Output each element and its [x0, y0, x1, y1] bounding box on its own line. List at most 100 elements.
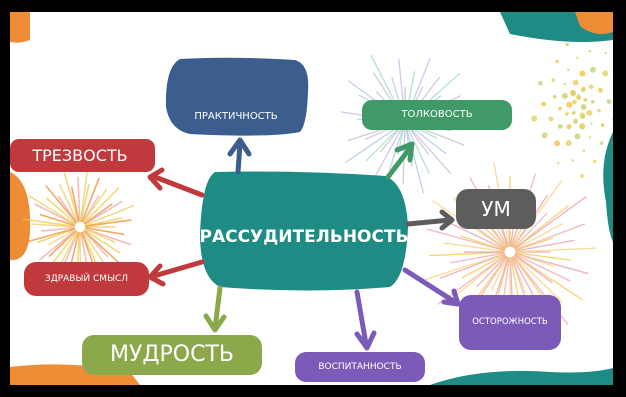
firework-ray [81, 231, 96, 269]
firework-ray [85, 227, 125, 236]
arrow-vospitannost [354, 289, 377, 351]
dot [592, 159, 597, 164]
firework-ray [514, 223, 563, 250]
decoration-layer [10, 12, 613, 385]
node-label-ostorozhnost: ОСТОРОЖНОСТЬ [472, 317, 548, 328]
node-shape-tolkovost [362, 100, 512, 130]
firework-ray [48, 230, 77, 257]
dot [570, 89, 576, 95]
firework-ray [84, 203, 113, 225]
node-label-um: УМ [481, 197, 511, 221]
dot [554, 140, 561, 147]
dot [561, 92, 568, 99]
firework-ray [365, 125, 402, 162]
dot [597, 108, 601, 113]
firework-ray [514, 254, 553, 284]
dot [555, 59, 559, 64]
firework-ray [82, 194, 100, 223]
firework-ray [515, 253, 555, 267]
node-label-mudrost: МУДРОСТЬ [109, 342, 235, 367]
firework-right [419, 162, 597, 343]
firework-ray [408, 125, 451, 174]
firework-ray [36, 228, 76, 244]
dot [579, 70, 586, 77]
dot [584, 97, 588, 101]
side-shape-left [10, 172, 31, 261]
firework-ray [22, 218, 75, 227]
arrows [147, 137, 461, 351]
node-shape-trezvost [10, 139, 155, 172]
dot [612, 140, 613, 144]
arrow-um [405, 209, 455, 231]
firework-ray [63, 172, 80, 223]
dot [565, 42, 569, 47]
firework-ray [83, 230, 123, 266]
arrow-zdravyi-smysl [147, 259, 205, 287]
firework-ray [79, 167, 89, 222]
firework-ray [426, 228, 505, 252]
firework-ray [39, 213, 76, 227]
dot [573, 120, 578, 124]
firework-ray [512, 256, 545, 300]
firework-ray [380, 125, 402, 153]
center-node-shape [200, 171, 408, 291]
firework-ray [63, 231, 79, 265]
firework-ray [26, 227, 76, 243]
dot [531, 115, 538, 122]
dot [586, 109, 593, 116]
node-label-praktichnost: ПРАКТИЧНОСТЬ [194, 111, 278, 122]
firework-ray [71, 186, 80, 222]
node-shape-zdravyi-smysl [24, 262, 149, 296]
firework-ray [514, 196, 587, 250]
firework-ray [84, 204, 135, 226]
firework-ray [40, 226, 75, 232]
firework-ray [461, 254, 506, 279]
node-shape-ostorozhnost [459, 295, 561, 350]
firework-ray [439, 253, 506, 279]
dot [588, 84, 594, 90]
dot [580, 124, 585, 130]
firework-ray [409, 125, 447, 155]
arrow-tolkovost [385, 141, 415, 180]
slide-canvas: ПРАКТИЧНОСТЬ ТОЛКОВОСТЬ ТРЕЗВОСТЬ УМ ЗДР… [10, 12, 613, 385]
corner-shape-bottom-right [430, 368, 613, 385]
firework-ray [48, 229, 76, 246]
firework-ray [84, 228, 116, 243]
node-shape-vospitannost [295, 352, 425, 382]
dot [581, 86, 586, 91]
dot [541, 101, 547, 107]
dot [580, 103, 587, 110]
firework-ray [515, 239, 575, 252]
dot [571, 159, 575, 162]
dot [566, 101, 573, 108]
dot [580, 174, 584, 178]
dot [551, 78, 556, 82]
firework-ray [84, 201, 123, 225]
firework-ray [407, 126, 430, 155]
arrow-praktichnost [227, 137, 252, 175]
firework-ray [81, 177, 100, 223]
firework-ray [45, 185, 77, 224]
node-shape-mudrost [82, 335, 262, 375]
firework-ray [39, 229, 77, 261]
firework-ray [491, 256, 509, 291]
firework-ray [405, 127, 425, 194]
firework-ray [82, 188, 108, 223]
node-label-zdravyi-smysl: ЗДРАВЫЙ СМЫСЛ [44, 273, 129, 284]
firework-ray [515, 247, 597, 253]
arrow-ostorozhnost [402, 267, 461, 307]
dot [567, 68, 570, 71]
dot [565, 140, 572, 147]
node-label-trezvost: ТРЕЗВОСТЬ [32, 145, 128, 165]
dot [557, 123, 563, 129]
firework-ray [84, 228, 132, 246]
dot [599, 141, 604, 145]
dot [580, 114, 586, 119]
firework-ray [514, 253, 571, 282]
firework-ray [514, 223, 586, 251]
dot [588, 49, 592, 53]
firework-ray [515, 237, 554, 251]
firework-ray [45, 197, 77, 224]
dot [557, 161, 560, 165]
firework-ray [513, 212, 548, 249]
